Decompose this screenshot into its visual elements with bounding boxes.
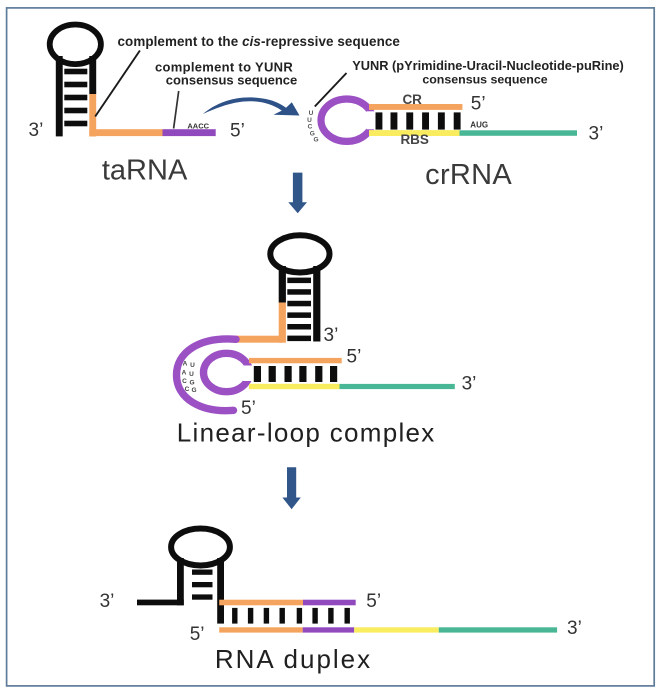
svg-text:A: A [183,361,188,368]
svg-text:AACC: AACC [187,121,209,130]
svg-text:3’: 3’ [29,120,44,141]
svg-text:U: U [190,362,195,369]
svg-text:G: G [191,387,196,394]
svg-text:3’: 3’ [100,591,115,612]
svg-text:G: G [310,130,315,137]
svg-text:5’: 5’ [366,591,381,612]
svg-text:5’: 5’ [190,624,205,645]
svg-text:RNA duplex: RNA duplex [215,644,372,674]
svg-text:C: C [182,378,187,385]
svg-text:complement to YUNR: complement to YUNR [155,60,293,75]
svg-text:G: G [313,136,318,143]
svg-text:3’: 3’ [462,374,477,395]
svg-text:RBS: RBS [400,132,429,147]
svg-text:U: U [309,110,314,117]
svg-text:G: G [189,380,194,387]
svg-text:complement to the cis-repressi: complement to the cis-repressive sequenc… [118,34,400,49]
svg-text:AUG: AUG [470,121,488,130]
svg-text:taRNA: taRNA [102,155,188,187]
svg-text:A: A [182,370,187,377]
svg-text:CR: CR [402,92,422,107]
svg-text:YUNR (pYrimidine-Uracil-Nucleo: YUNR (pYrimidine-Uracil-Nucleotide-puRin… [352,58,624,73]
svg-text:3’: 3’ [567,618,582,639]
svg-text:consensus sequence: consensus sequence [422,73,547,87]
svg-text:Linear-loop complex: Linear-loop complex [177,418,436,448]
svg-text:3’: 3’ [324,325,339,346]
svg-text:C: C [308,124,313,131]
svg-text:5’: 5’ [471,94,486,115]
svg-text:3’: 3’ [589,124,604,145]
svg-text:5’: 5’ [241,398,256,419]
svg-text:consensus sequence: consensus sequence [166,72,298,87]
svg-text:C: C [185,386,190,393]
svg-text:5’: 5’ [230,121,245,142]
svg-text:U: U [189,371,194,378]
svg-text:5’: 5’ [347,347,362,368]
svg-text:crRNA: crRNA [425,159,512,191]
svg-text:U: U [307,117,312,124]
